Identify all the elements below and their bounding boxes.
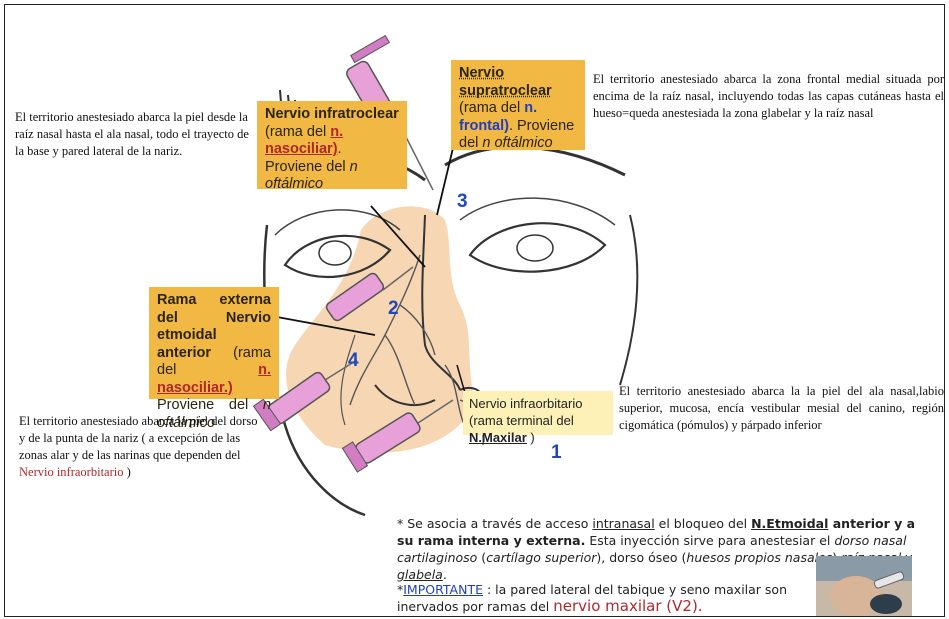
note1-c: el bloqueo del — [655, 516, 751, 531]
note1-d: N.Etmoidal — [751, 516, 828, 531]
label-number-4: 4 — [348, 350, 359, 372]
supratroclear-box: Nervio supratroclear (rama del n. fronta… — [451, 60, 585, 150]
diagram-frame: El territorio anestesiado abarca la piel… — [4, 4, 945, 617]
clinical-photo — [816, 556, 912, 616]
note1-f: Esta inyección sirve para anestesiar el — [585, 533, 834, 548]
left-bottom-end: ) — [123, 465, 130, 479]
right-mid-description: El territorio anestesiado abarca la la p… — [619, 383, 944, 434]
right-eye — [470, 223, 605, 271]
label-number-1: 1 — [551, 442, 562, 464]
infraorbitario-text3: ) — [527, 430, 535, 445]
note1-b: intranasal — [592, 516, 654, 531]
supratroclear-origin: n oftálmico — [482, 135, 552, 151]
label-number-2: 2 — [388, 298, 399, 320]
etmoidal-text2: Proviene del — [157, 397, 263, 413]
note1-o: glabela — [397, 567, 443, 582]
infraorbitario-ref: N.Maxilar — [469, 430, 527, 445]
supratroclear-text1: (rama del — [459, 100, 524, 116]
infraorbitario-box: Nervio infraorbitario (rama terminal del… — [463, 391, 613, 435]
left-bottom-description: El territorio anestesiado abarca la piel… — [19, 413, 259, 481]
infratroclear-box: Nervio infratroclear (rama del n. nasoci… — [257, 101, 407, 189]
note1-a: * Se asocia a través de acceso — [397, 516, 592, 531]
left-bottom-text: El territorio anestesiado abarca la piel… — [19, 414, 257, 462]
label-number-3: 3 — [457, 191, 468, 213]
right-top-description: El territorio anestesiado abarca la zona… — [593, 71, 944, 122]
supratroclear-title: Nervio supratroclear — [459, 65, 552, 99]
note1-h: ( — [477, 550, 486, 565]
left-bottom-red: Nervio infraorbitario — [19, 465, 123, 479]
left-top-description: El territorio anestesiado abarca la piel… — [15, 109, 255, 160]
note2-d: nervio maxilar (V2). — [553, 597, 702, 615]
etmoidal-box: Rama externa del Nervio etmoidal anterio… — [149, 287, 279, 399]
note1-p: . — [443, 567, 447, 582]
note2-b: IMPORTANTE — [403, 582, 483, 597]
note-importante: *IMPORTANTE : la pared lateral del tabiq… — [397, 581, 817, 615]
infraorbitario-text1: Nervio infraorbitario (rama terminal del — [469, 396, 582, 428]
infratroclear-title: Nervio infratroclear — [265, 106, 399, 122]
note1-i: cartílago superior — [486, 550, 596, 565]
pointer-supratroclear — [437, 148, 453, 215]
note1-j: ), dorso óseo ( — [596, 550, 686, 565]
infratroclear-text1: (rama del — [265, 124, 330, 140]
note1-k: huesos propios nasales — [686, 550, 832, 565]
